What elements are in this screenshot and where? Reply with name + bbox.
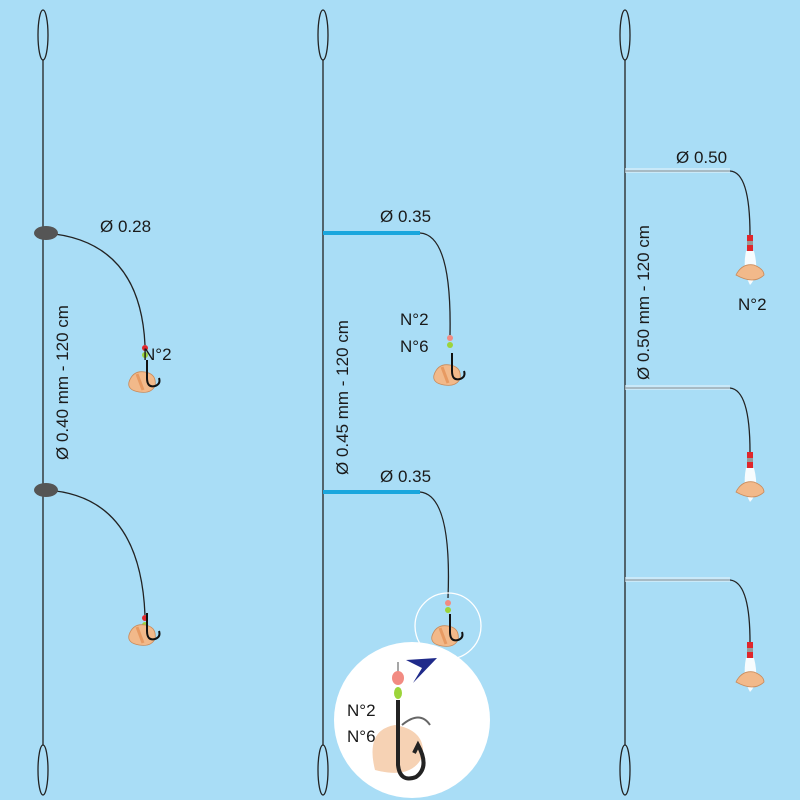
hook-size-label: N°2 (143, 345, 172, 364)
branch-diameter-label: Ø 0.50 (676, 148, 727, 167)
arrow-icon (406, 658, 437, 683)
bead-red (392, 671, 404, 685)
detail-hook-size-label: N°6 (347, 727, 376, 746)
rig-2: Ø 0.35 Ø 0.35 N°2 N°6 N°2 N°6 Ø 0.45 mm … (317, 9, 490, 798)
branch-diameter-label: Ø 0.35 (380, 467, 431, 486)
bead-red (447, 335, 453, 341)
bead-green (394, 687, 402, 699)
bead-red (445, 600, 451, 606)
branch-line (419, 491, 450, 599)
feather-lure (735, 641, 765, 693)
main-line-label: Ø 0.50 mm - 120 cm (634, 225, 653, 380)
bait-hook (432, 351, 466, 387)
branch-line (625, 170, 751, 236)
hook-small (401, 716, 431, 726)
detail-circle (334, 642, 490, 798)
main-line-label: Ø 0.40 mm - 120 cm (53, 305, 72, 460)
branch-line (44, 232, 146, 346)
bead-green (447, 342, 453, 348)
branch-diameter-label: Ø 0.35 (380, 207, 431, 226)
main-line-label: Ø 0.45 mm - 120 cm (333, 320, 352, 475)
bead-red (142, 345, 148, 351)
detail-hook-size-label: N°2 (347, 701, 376, 720)
boom-sleeve (625, 168, 730, 173)
bottom-loop (317, 744, 329, 796)
branch-line (44, 489, 146, 616)
bead-green (142, 352, 148, 358)
hook-size-label: N°6 (400, 337, 429, 356)
rig-3: Ø 0.50 N°2 Ø 0.50 mm - 120 cm (619, 9, 767, 796)
top-loop (619, 9, 631, 61)
hook-size-label: N°2 (738, 295, 767, 314)
feather-lure (735, 451, 765, 503)
boom-sleeve (625, 577, 730, 582)
branch-diameter-label: Ø 0.28 (100, 217, 151, 236)
bottom-loop (619, 744, 631, 796)
swivel-bead (34, 226, 58, 240)
bait-hook (430, 612, 464, 648)
bead-green (445, 607, 451, 613)
top-loop (37, 9, 49, 61)
swivel-bead (34, 483, 58, 497)
bottom-loop (37, 744, 49, 796)
top-loop (317, 9, 329, 61)
branch-line (625, 387, 751, 453)
feather-lure (735, 234, 765, 286)
boom-sleeve (625, 385, 730, 390)
bait-hook (127, 358, 161, 394)
rig-1: Ø 0.28 N°2 Ø 0.40 mm - 120 cm (34, 9, 172, 796)
hook-large (396, 700, 426, 781)
branch-line (625, 579, 751, 643)
branch-line (419, 232, 451, 336)
hook-size-label: N°2 (400, 310, 429, 329)
